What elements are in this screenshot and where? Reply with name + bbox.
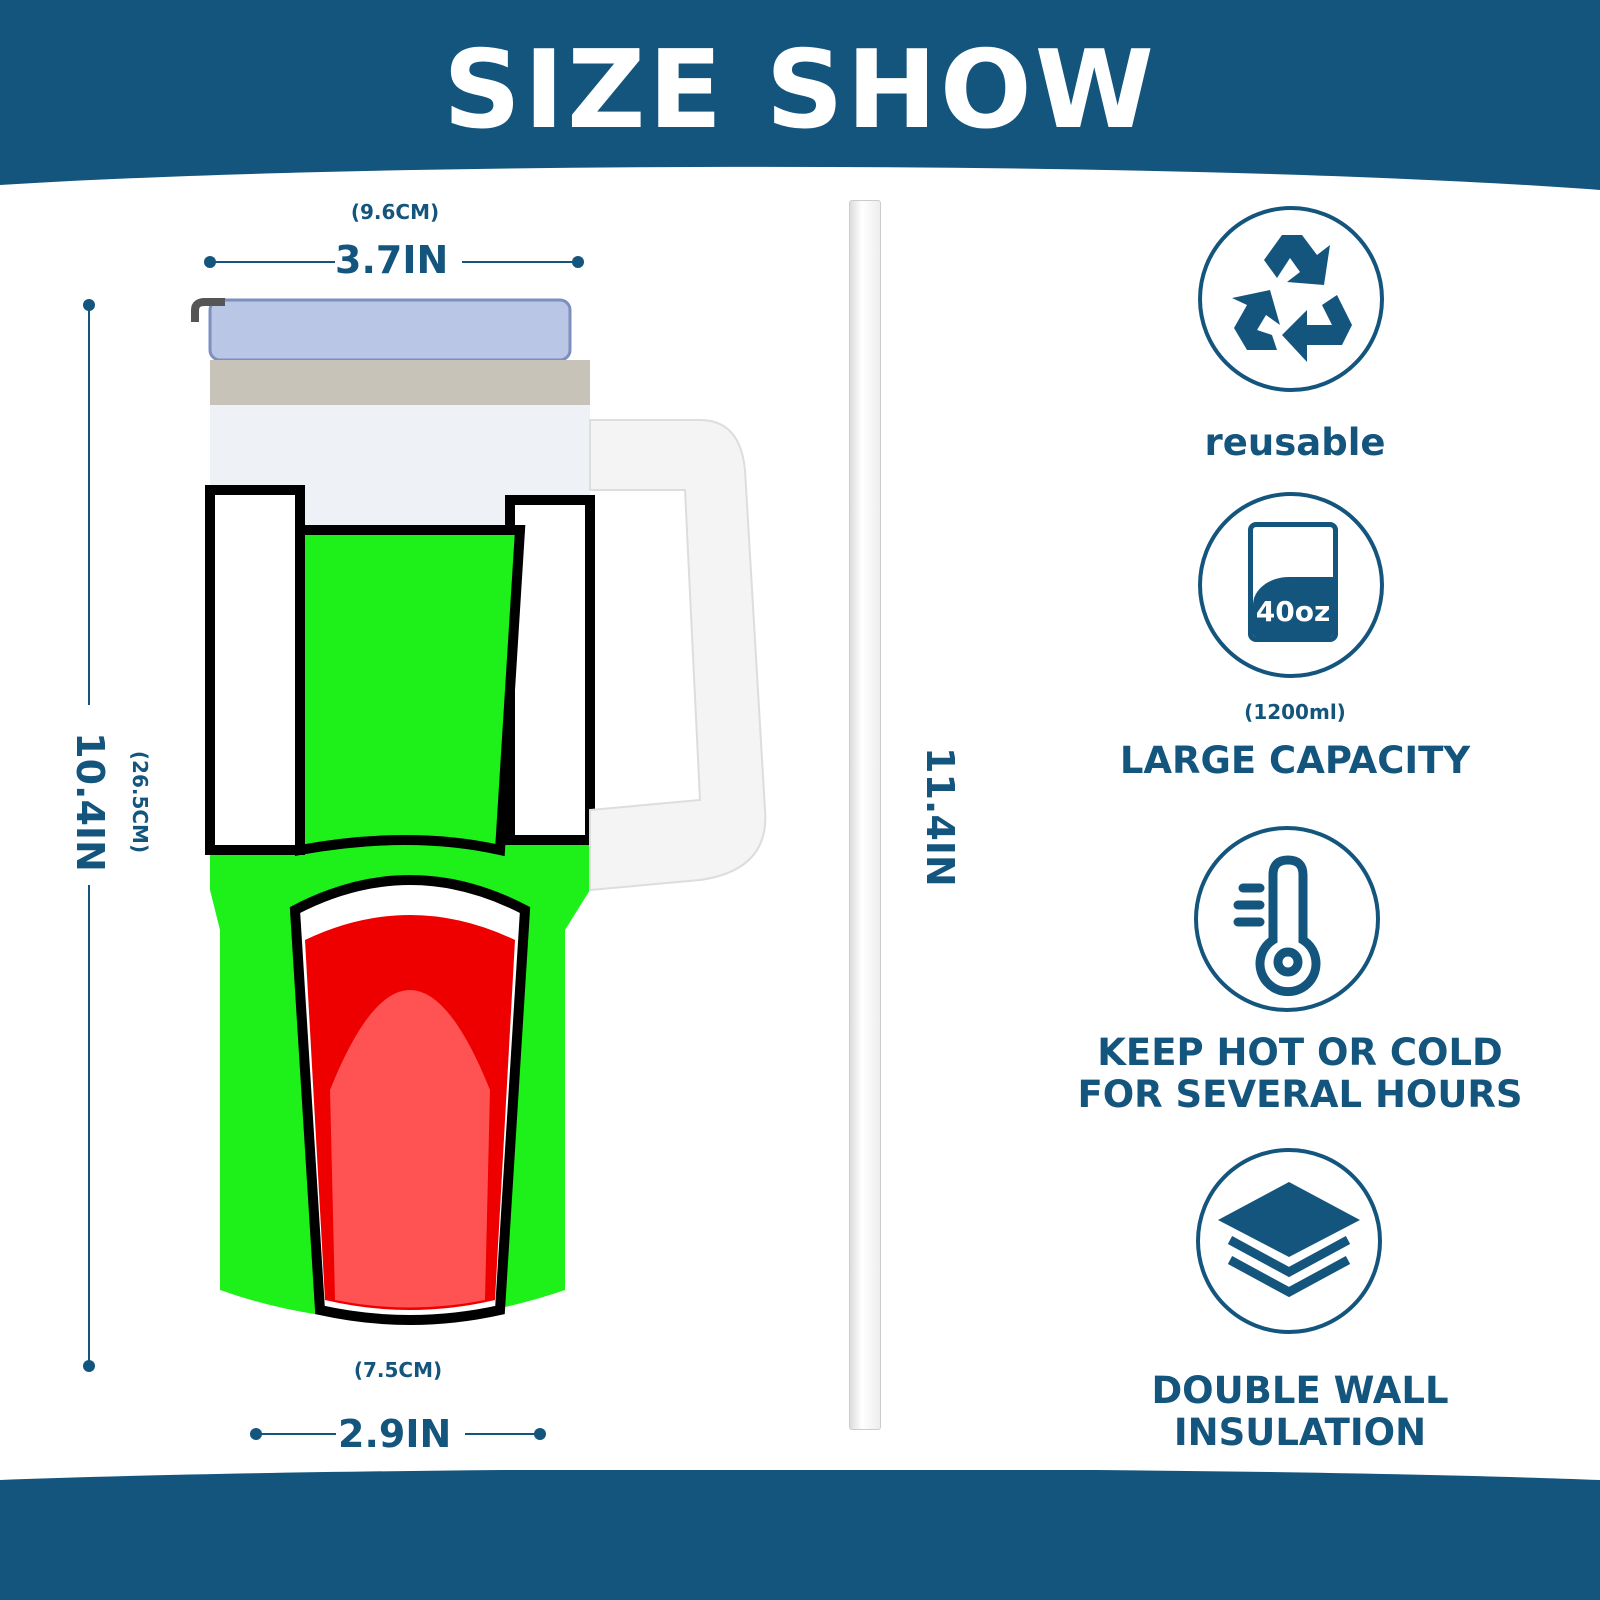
feature-label-reusable: reusable <box>1204 421 1386 464</box>
dimension-line <box>210 261 335 263</box>
height-cm: (26.5CM) <box>128 750 152 854</box>
page-title: SIZE SHOW <box>443 28 1157 153</box>
temperature-line1: KEEP HOT OR COLD <box>1097 1031 1503 1074</box>
feature-label-insulation: DOUBLE WALL INSULATION <box>1090 1370 1510 1454</box>
dimension-dot <box>572 256 584 268</box>
insulation-line2: INSULATION <box>1173 1411 1427 1454</box>
dimension-dot <box>534 1428 546 1440</box>
footer-banner <box>0 1470 1600 1600</box>
dimension-line <box>465 1433 535 1435</box>
bottom-width-in: 2.9IN <box>338 1412 452 1456</box>
cup-capacity-icon: 40oz <box>1198 492 1384 678</box>
bottom-width-cm: (7.5CM) <box>353 1358 443 1382</box>
layers-icon <box>1196 1148 1382 1334</box>
capacity-ml: (1200ml) <box>1244 700 1346 724</box>
insulation-line1: DOUBLE WALL <box>1151 1369 1449 1412</box>
straw-length-in: 11.4IN <box>918 747 962 887</box>
dimension-line <box>88 305 90 705</box>
dimension-line <box>462 261 577 263</box>
top-width-cm: (9.6CM) <box>350 200 440 224</box>
height-in: 10.4IN <box>68 732 112 872</box>
straw-image <box>849 200 881 1430</box>
top-width-in: 3.7IN <box>335 238 449 282</box>
tumbler-image <box>191 298 767 1325</box>
feature-label-temperature: KEEP HOT OR COLD FOR SEVERAL HOURS <box>1040 1032 1560 1116</box>
dimension-dot <box>83 1360 95 1372</box>
dimension-line <box>88 885 90 1365</box>
temperature-line2: FOR SEVERAL HOURS <box>1077 1073 1523 1116</box>
capacity-cup: 40oz <box>1248 522 1338 642</box>
dimension-line <box>256 1433 336 1435</box>
feature-label-capacity: LARGE CAPACITY <box>1119 739 1471 782</box>
header-banner <box>0 0 1600 190</box>
thermometer-icon <box>1194 826 1380 1012</box>
capacity-icon-text: 40oz <box>1255 595 1331 628</box>
recycle-icon <box>1198 206 1384 392</box>
